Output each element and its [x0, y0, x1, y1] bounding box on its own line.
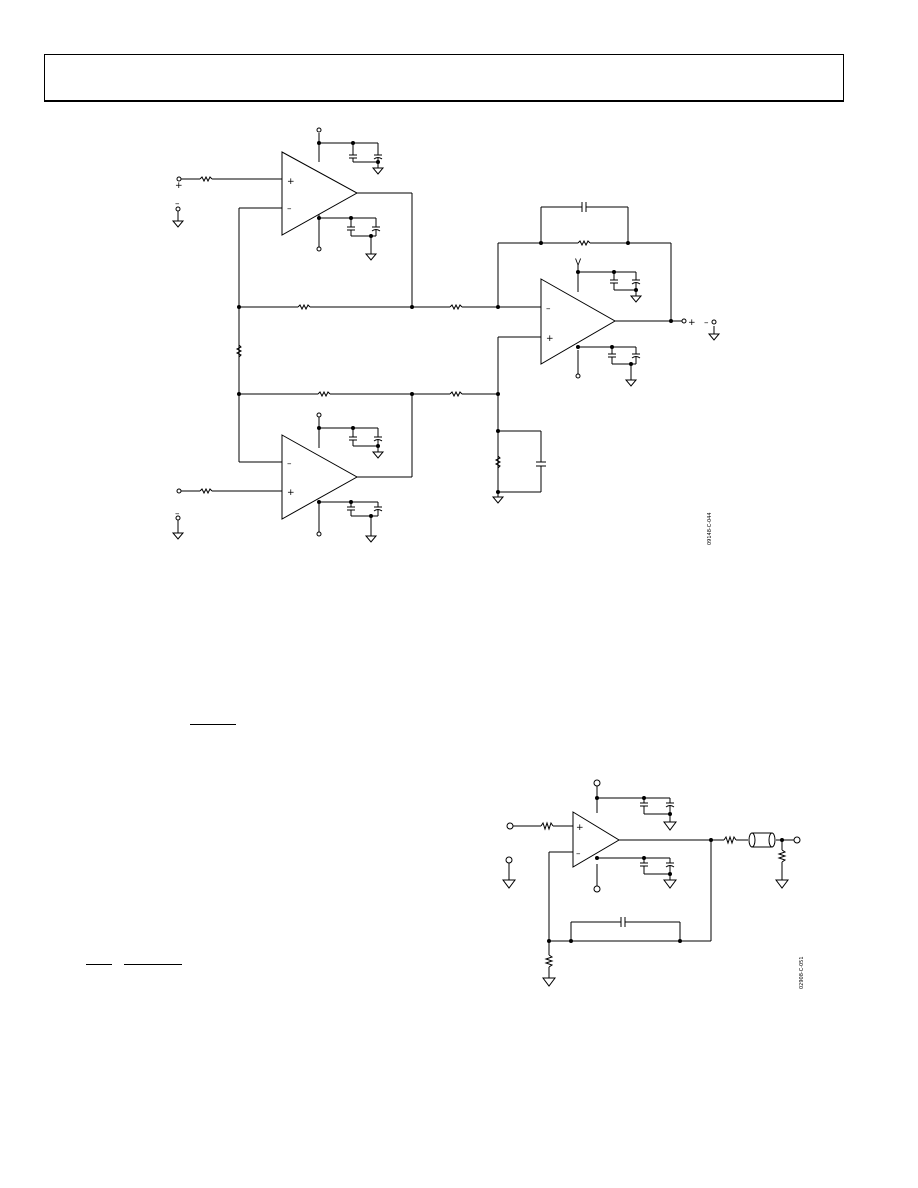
diff-amp-plus: +	[546, 334, 554, 344]
bottom-amp-plus: +	[287, 488, 295, 498]
driver-amp-plus: +	[576, 823, 584, 833]
ground-symbols	[171, 167, 721, 543]
terminal-symbols	[175, 127, 717, 537]
op-amp-difference	[540, 278, 617, 365]
output-neg-label: –	[704, 318, 709, 328]
equation-fraction-bar-1	[190, 724, 236, 725]
terminal-symbols-fig2	[505, 779, 801, 893]
op-amp-top	[281, 151, 359, 236]
junction-dots-fig2	[547, 796, 784, 943]
output-pos-label: +	[688, 318, 696, 328]
figure-code-2: 02908-C-051	[799, 956, 805, 989]
input-pos-label: +	[175, 181, 183, 191]
figure-code-1: 09148-C-044	[707, 512, 713, 545]
input-neg-label-bottom: –	[175, 509, 180, 519]
op-amp-driver	[572, 811, 620, 868]
driver-amp-minus: –	[576, 849, 581, 859]
supply-label: V	[575, 258, 582, 268]
page-header-box	[44, 54, 844, 102]
equation-fraction-bar-3	[124, 964, 182, 965]
op-amp-bottom	[281, 434, 359, 520]
ground-symbols-fig2	[502, 821, 789, 987]
equation-fraction-bar-2	[86, 964, 112, 965]
input-neg-label: –	[175, 199, 180, 209]
junction-dots	[237, 141, 673, 518]
bottom-amp-minus: –	[287, 459, 292, 469]
diff-amp-minus: –	[546, 304, 551, 314]
top-amp-minus: –	[287, 204, 292, 214]
top-amp-plus: +	[287, 177, 295, 187]
